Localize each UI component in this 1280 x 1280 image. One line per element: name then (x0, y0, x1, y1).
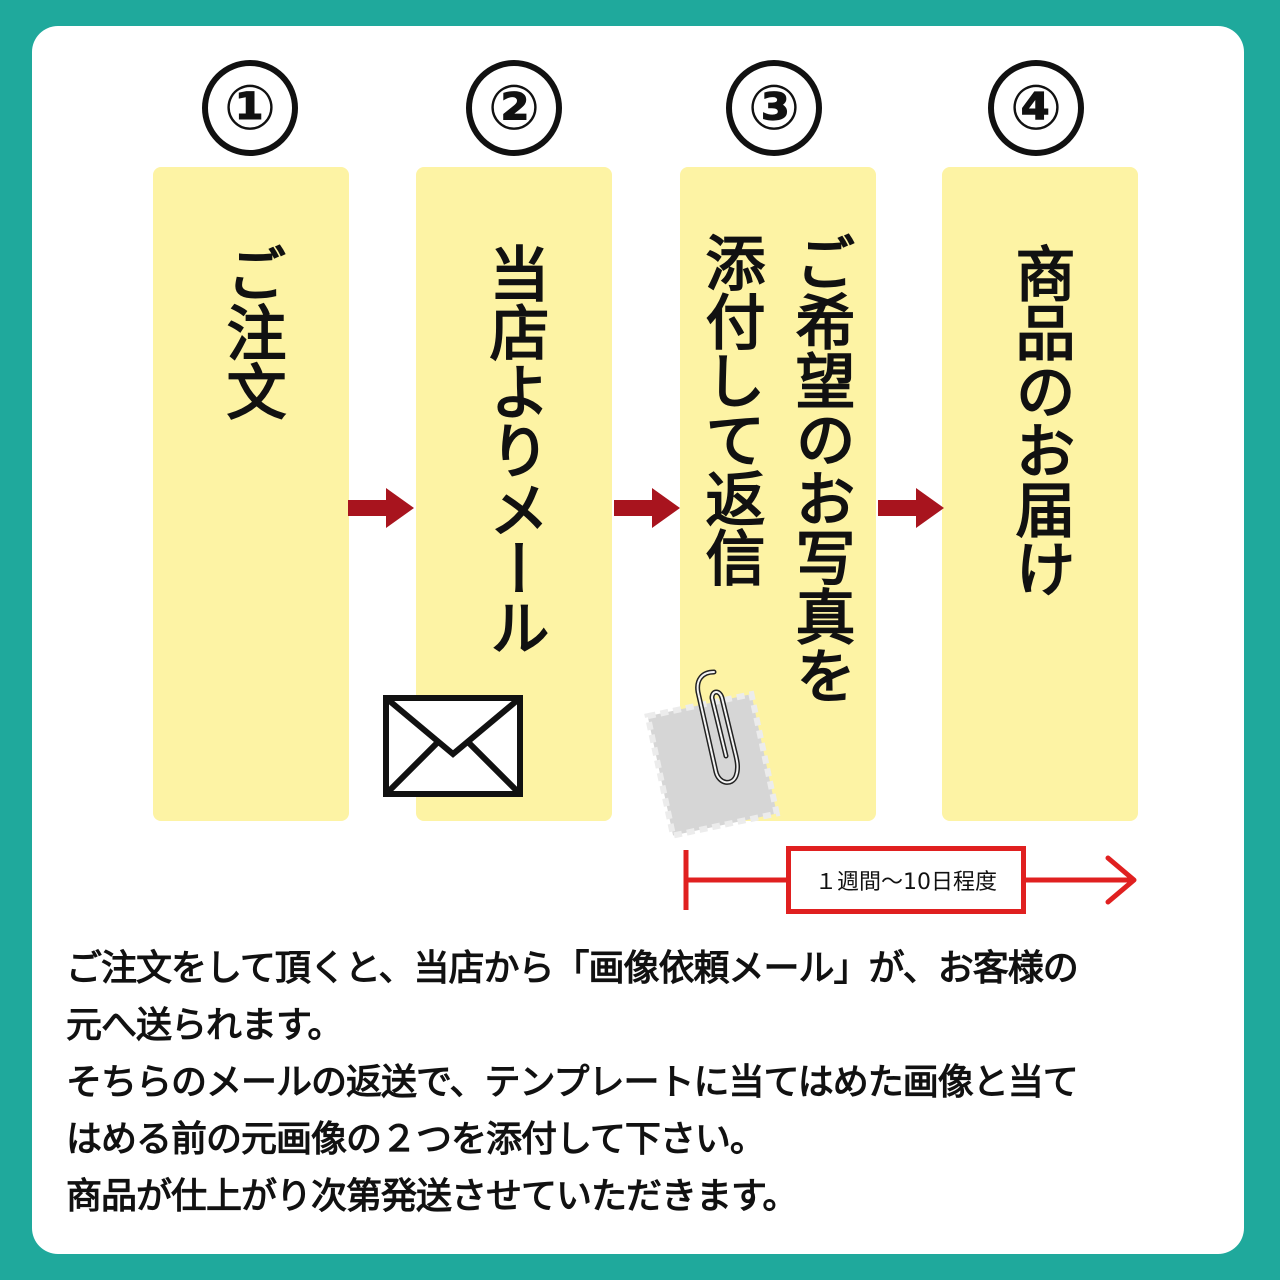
step-3-label-col1: ご希望のお写真を (785, 232, 855, 704)
description-line-5: 商品が仕上がり次第発送させていただきます。 (66, 1176, 798, 1217)
step-2-number: ② (466, 60, 562, 156)
description-line-4: はめる前の元画像の２つを添付して下さい。 (66, 1119, 766, 1160)
description-line-3: そちらのメールの返送で、テンプレートに当てはめた画像と当て (66, 1062, 1079, 1103)
arrow-right-icon (878, 488, 944, 528)
photo-paperclip-icon (644, 669, 781, 840)
step-4-number: ④ (988, 60, 1084, 156)
step-3-number: ③ (726, 60, 822, 156)
step-1-number: ① (202, 60, 298, 156)
duration-box: １週間〜10日程度 (786, 846, 1026, 914)
description-line-2: 元へ送られます。 (66, 1005, 343, 1046)
step-4-label: 商品のお届け (1005, 243, 1075, 597)
description: ご注文をして頂くと、当店から「画像依頼メール」が、お客様の 元へ送られます。 そ… (66, 940, 1079, 1225)
step-3-label-col2: 添付して返信 (695, 232, 765, 586)
step-1-label: ご注文 (216, 243, 286, 420)
arrow-right-icon (614, 488, 680, 528)
description-line-1: ご注文をして頂くと、当店から「画像依頼メール」が、お客様の (66, 948, 1079, 989)
duration-label: １週間〜10日程度 (815, 870, 997, 895)
arrow-right-icon (348, 488, 414, 528)
step-1-box (153, 167, 349, 821)
step-4-box (942, 167, 1138, 821)
step-2-label: 当店よりメール (479, 243, 549, 656)
envelope-icon (383, 695, 523, 797)
